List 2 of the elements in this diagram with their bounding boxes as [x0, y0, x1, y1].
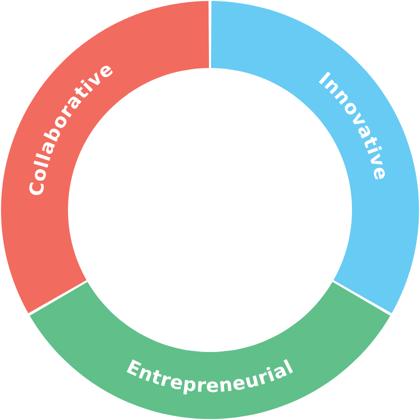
donut-segment	[30, 282, 390, 419]
donut-segment	[211, 1, 419, 314]
